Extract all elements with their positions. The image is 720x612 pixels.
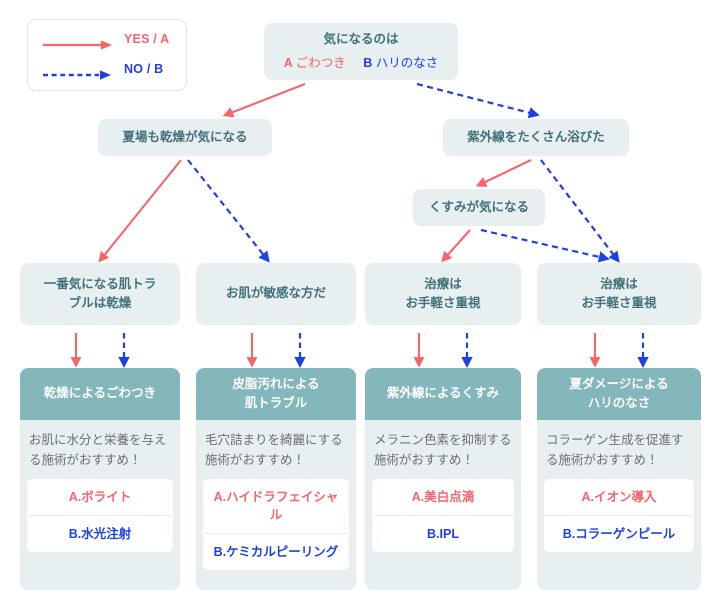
result-title-line1: 紫外線によるくすみ [386, 386, 500, 401]
result-description: お肌に水分と栄養を与える施術がおすすめ！ [29, 433, 167, 468]
result-title-line1: 皮脂汚れによる [232, 376, 320, 391]
treatment-options: A.イオン導入 B.コラーゲンピール [544, 478, 694, 552]
root-options: A ごわつき B ハリのなさ [284, 54, 439, 73]
decision-node-dullness[interactable]: くすみが気になる [413, 189, 545, 226]
treatment-option-a[interactable]: A.美白点滴 [411, 489, 475, 504]
node-label-line1: 一番気になる肌トラ [43, 276, 157, 291]
legend-label-no: NO / B [124, 62, 164, 76]
treatment-options: A.ハイドラフェイシャル B.ケミカルピーリング [203, 478, 349, 570]
treatment-option-a[interactable]: A.イオン導入 [581, 489, 657, 504]
legend-label-yes: YES / A [124, 32, 170, 46]
arrow-l2right-no [540, 159, 620, 263]
decision-node-uv-exposure[interactable]: 紫外線をたくさん浴びた [443, 119, 629, 156]
legend-row-no: NO / B [28, 58, 188, 84]
treatment-option-b[interactable]: B.水光注射 [27, 514, 173, 552]
arrow-right-dashed-icon [43, 70, 111, 80]
result-card: 皮脂汚れによる 肌トラブル 毛穴詰まりを綺麗にする施術がおすすめ！ A.ハイドラ… [196, 368, 356, 590]
decision-node-sensitive-skin[interactable]: お肌が敏感な方だ [196, 263, 356, 325]
node-label-line1: 治療は [600, 276, 638, 291]
root-option-b-text: ハリのなさ [375, 55, 439, 70]
result-card-header: 皮脂汚れによる 肌トラブル [196, 368, 356, 420]
legend-row-yes: YES / A [28, 28, 188, 54]
result-card-header: 夏ダメージによる ハリのなさ [537, 368, 701, 420]
root-question: 気になるのは [323, 32, 399, 47]
decision-node-main-trouble-dryness[interactable]: 一番気になる肌トラ ブルは乾燥 [20, 263, 180, 325]
treatment-options: A.ボライト B.水光注射 [27, 478, 173, 552]
decision-node-easy-treatment-2[interactable]: 治療は お手軽さ重視 [537, 263, 701, 325]
node-label: 紫外線をたくさん浴びた [467, 129, 605, 144]
result-description: 毛穴詰まりを綺麗にする施術がおすすめ！ [205, 433, 343, 468]
result-description: メラニン色素を抑制する施術がおすすめ！ [374, 433, 512, 468]
root-option-b-tag: B [363, 55, 373, 70]
decision-node-summer-dryness[interactable]: 夏場も乾燥が気になる [98, 119, 272, 156]
result-card: 夏ダメージによる ハリのなさ コラーゲン生成を促進する施術がおすすめ！ A.イオ… [537, 368, 701, 590]
node-label: 夏場も乾燥が気になる [122, 129, 248, 144]
arrow-l2right-yes [475, 159, 532, 187]
arrow-l2left-yes [98, 159, 182, 263]
treatment-option-b[interactable]: B.IPL [372, 514, 514, 552]
result-title-line1: 夏ダメージによる [569, 376, 669, 391]
node-label-line2: お手軽さ重視 [405, 296, 481, 310]
node-label-line1: 治療は [424, 276, 462, 291]
arrow-root-yes [222, 83, 306, 118]
treatment-option-b[interactable]: B.コラーゲンピール [544, 514, 694, 552]
decision-node-easy-treatment-1[interactable]: 治療は お手軽さ重視 [365, 263, 521, 325]
result-title-line1: 乾燥によるごわつき [43, 386, 157, 401]
treatment-option-a[interactable]: A.ハイドラフェイシャル [213, 489, 339, 522]
legend-box: YES / A NO / B [27, 19, 187, 91]
arrow-l2left-no [187, 159, 270, 263]
arrow-l3-no [480, 228, 610, 263]
arrow-right-icon [43, 40, 112, 50]
treatment-option-a[interactable]: A.ボライト [68, 489, 132, 504]
result-card-header: 紫外線によるくすみ [365, 368, 521, 420]
treatment-option-b[interactable]: B.ケミカルピーリング [203, 532, 349, 570]
root-option-a-text: ごわつき [295, 55, 346, 70]
arrow-l3-yes [441, 229, 471, 263]
node-label: くすみが気になる [428, 199, 529, 214]
node-label-line2: ブルは乾燥 [68, 296, 132, 310]
decision-node-root[interactable]: 気になるのは A ごわつき B ハリのなさ [264, 23, 458, 80]
node-label-line2: お手軽さ重視 [581, 296, 657, 310]
node-label-line1: お肌が敏感な方だ [225, 286, 326, 301]
treatment-options: A.美白点滴 B.IPL [372, 478, 514, 552]
arrow-root-no [416, 82, 540, 119]
root-option-a-tag: A [283, 55, 293, 70]
result-title-line2: 肌トラブル [244, 395, 308, 410]
result-card: 紫外線によるくすみ メラニン色素を抑制する施術がおすすめ！ A.美白点滴 B.I… [365, 368, 521, 590]
result-title-line2: ハリのなさ [587, 395, 651, 410]
result-description: コラーゲン生成を促進する施術がおすすめ！ [546, 433, 684, 468]
result-card-header: 乾燥によるごわつき [20, 368, 180, 420]
result-card: 乾燥によるごわつき お肌に水分と栄養を与える施術がおすすめ！ A.ボライト B.… [20, 368, 180, 590]
